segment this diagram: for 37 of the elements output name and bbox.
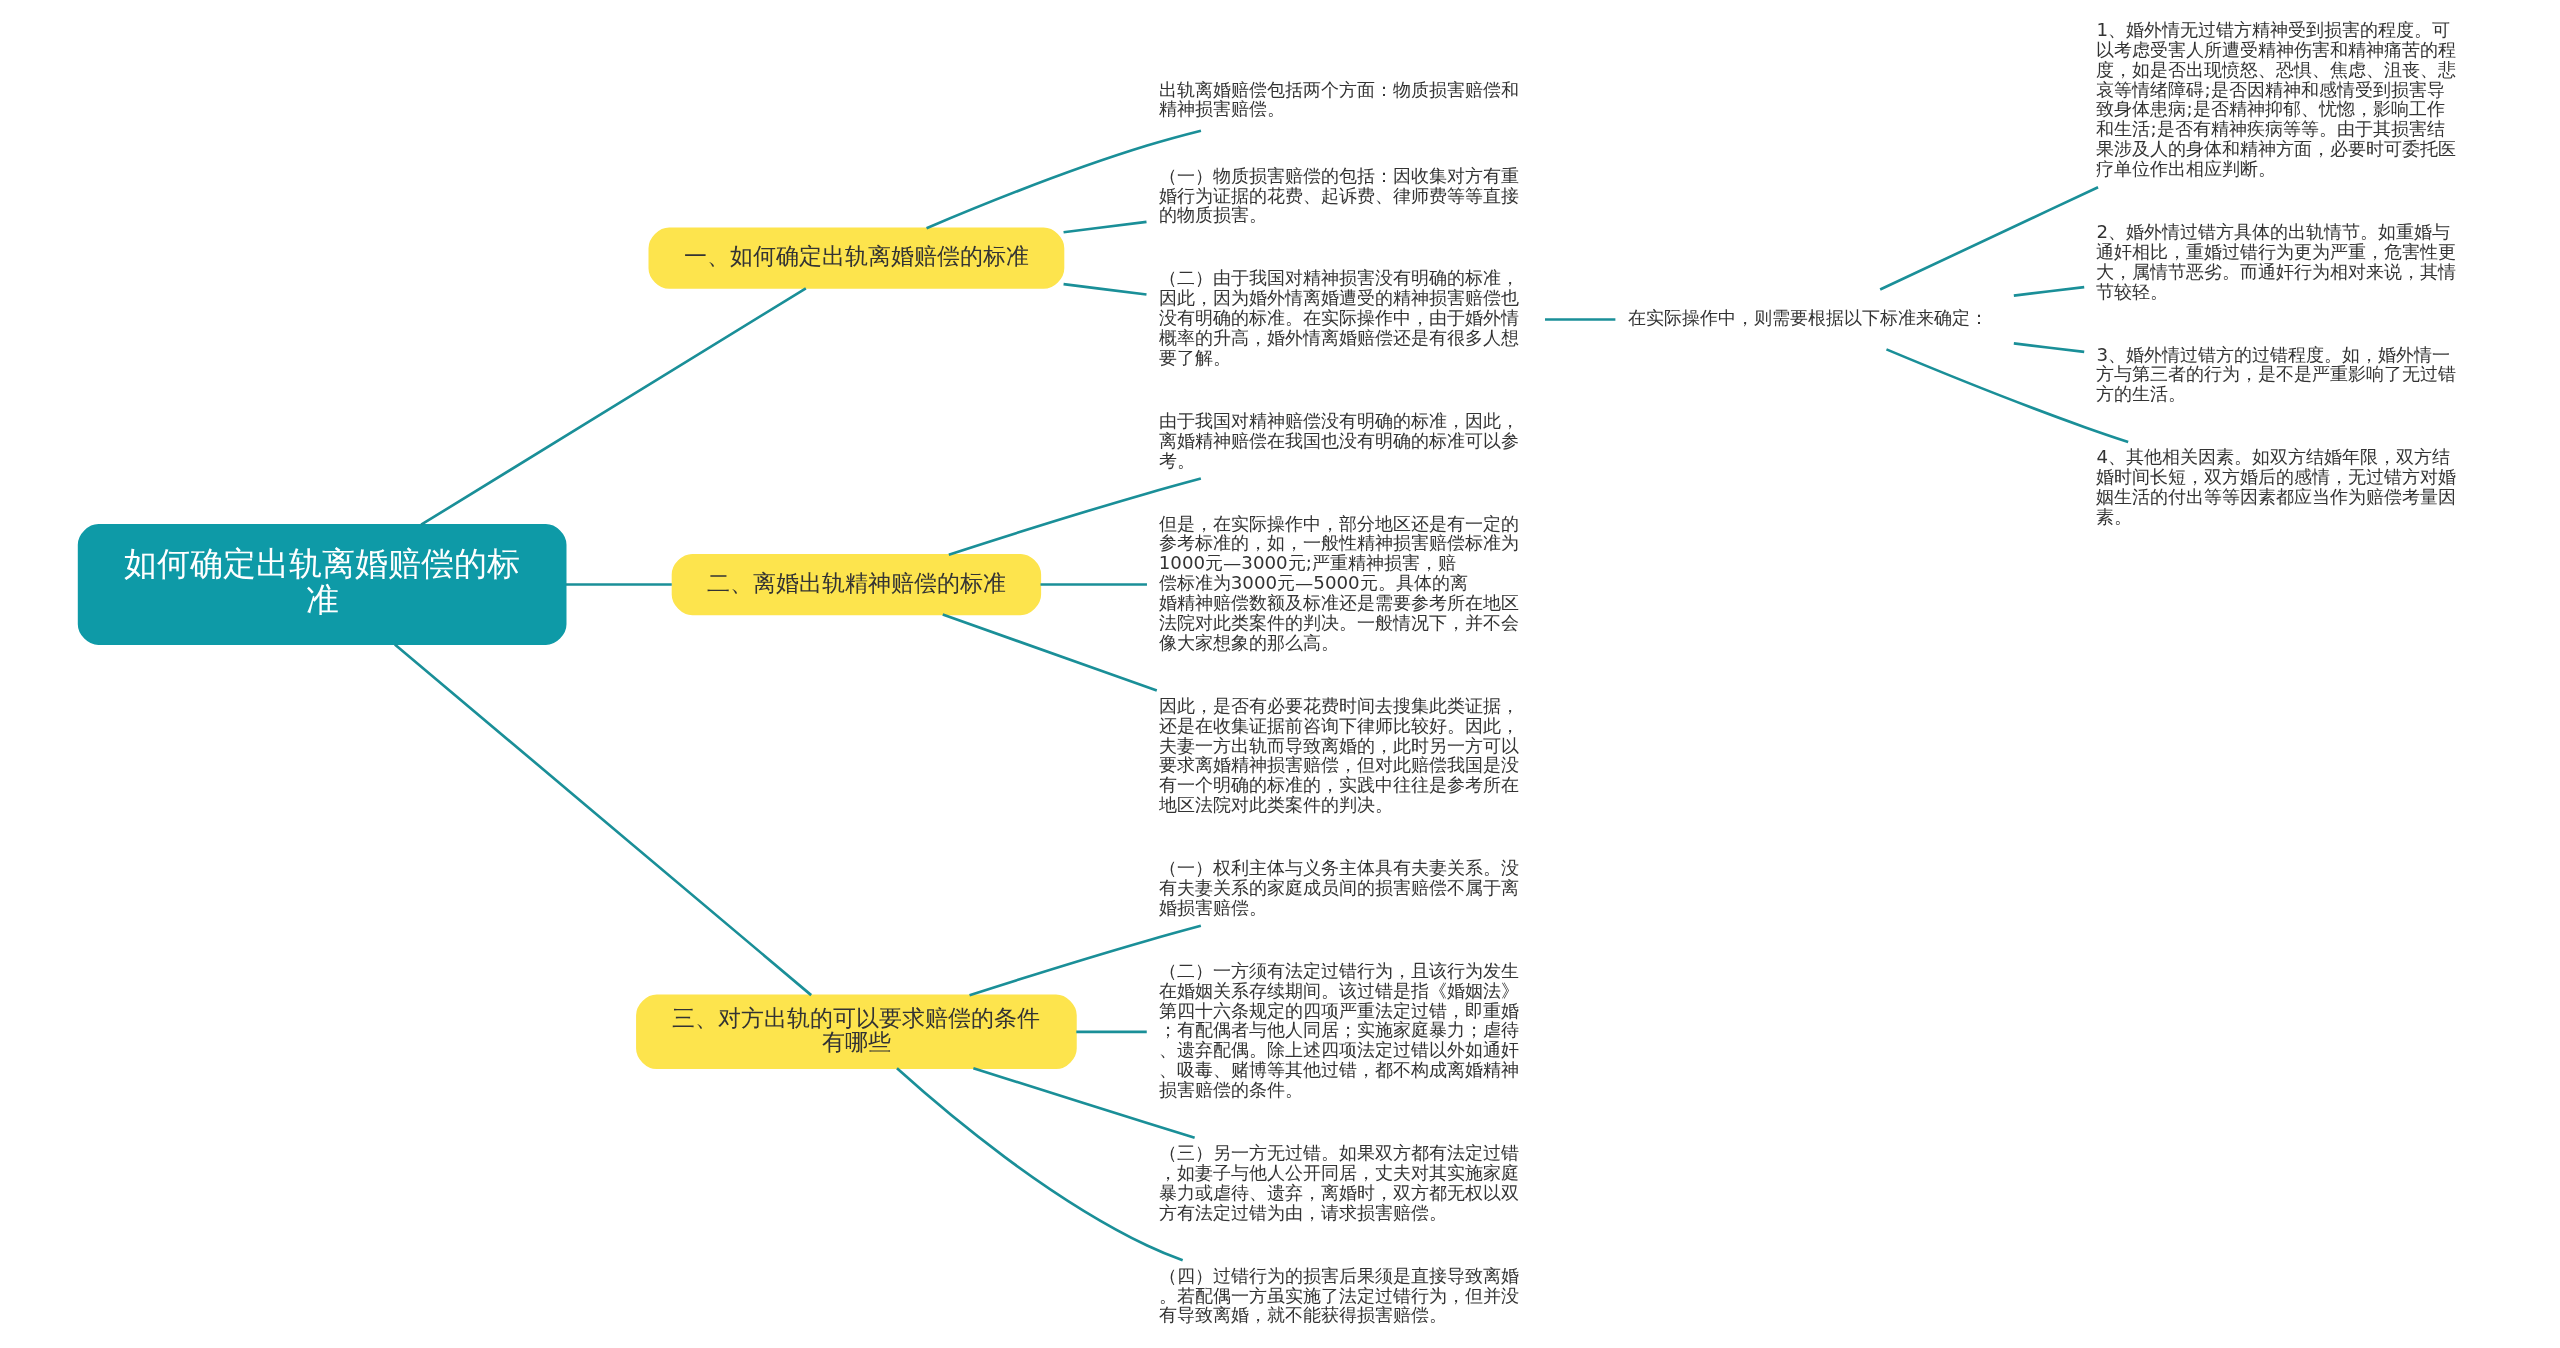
connector (1062, 220, 1147, 234)
node-text: 出轨离婚赔偿包括两个方面：物质损害赔偿和精神损害赔偿。 (1158, 78, 1519, 120)
node-text: 1、婚外情无过错方精神受到损害的程度。可以考虑受害人所遭受精神伤害和精神痛苦的程度，如是否出现愤怒、恐惧、焦虑、沮丧、悲哀等情绪障碍;是否因精神和感情受到损害导致身体患病;是否精神抑郁、忧惚，影响工作和生活;是否有精神疾病等等。由于其损害结果涉及人的身体和精神方面，必要时可委托医疗单位作出相应判断。 (2095, 18, 2456, 180)
connector (1544, 318, 1615, 321)
connector (925, 129, 1201, 230)
connector (941, 613, 1157, 692)
connector (968, 924, 1201, 997)
connector (1040, 583, 1147, 586)
connector (2013, 342, 2084, 354)
connector (420, 287, 807, 526)
node-text: 由于我国对精神赔偿没有明确的标准，因此，离婚精神赔偿在我国也没有明确的标准可以参考。 (1158, 409, 1519, 471)
node-box: 三、对方出轨的可以要求赔偿的条件有哪些 (635, 994, 1077, 1070)
node-text: 但是，在实际操作中，部分地区还是有一定的参考标准的，如，一般性精神损害赔偿标准为1000元—3000元;严重精神损害，赔偿标准为3000元—5000元。具体的离婚精神赔偿数额及标准还是需要参考所在地区法院对此类案件的判决。一般情况下，并不会像大家想象的那么高。 (1158, 512, 1519, 653)
node-text: 在实际操作中，则需要根据以下标准来确定： (1627, 307, 1988, 329)
node-text: （二）一方须有法定过错行为，且该行为发生在婚姻关系存续期间。该过错是指《婚姻法》第四十六条规定的四项严重法定过错，即重婚；有配偶者与他人同居；实施家庭暴力；虐待、遗弃配偶。除上述四项法定过错以外如通奸、吸毒、赌博等其他过错，都不构成离婚精神损害赔偿的条件。 (1158, 959, 1519, 1101)
connector (1062, 282, 1147, 296)
node-text: 4、其他相关因素。如双方结婚年限，双方结婚时间长短，双方婚后的感情，无过错方对婚姻生活的付出等等因素都应当作为赔偿考量因素。 (2095, 446, 2456, 527)
node-box: 一、如何确定出轨离婚赔偿的标准 (648, 227, 1064, 289)
connector (565, 583, 672, 586)
connector (947, 477, 1201, 556)
node-text: （一）物质损害赔偿的包括：因收集对方有重婚行为证据的花费、起诉费、律师费等等直接的物质损害。 (1158, 164, 1519, 226)
connector (1075, 1030, 1147, 1034)
connector (1879, 186, 2099, 291)
connector (1885, 348, 2129, 444)
node-text: （一）权利主体与义务主体具有夫妻关系。没有夫妻关系的家庭成员间的损害赔偿不属于离婚损害赔偿。 (1158, 857, 1519, 918)
node-text: 2、婚外情过错方具体的出轨情节。如重婚与通奸相比，重婚过错行为更为严重，危害性更大，属情节恶劣。而通奸行为相对来说，其情节较轻。 (2095, 220, 2456, 302)
node-text: （二）由于我国对精神损害没有明确的标准，因此，因为婚外情离婚遭受的精神损害赔偿也没有明确的标准。在实际操作中，由于婚外情概率的升高，婚外情离婚赔偿还是有很多人想要了解。 (1158, 267, 1519, 368)
connector (393, 643, 812, 997)
node-text: 因此，是否有必要花费时间去搜集此类证据，还是在收集证据前咨询下律师比较好。因此，夫妻一方出轨而导致离婚的，此时另一方可以要求离婚精神损害赔偿，但对此赔偿我国是没有一个明确的标准的，实践中往往是参考所在地区法院对此类案件的判决。 (1158, 694, 1519, 816)
node-text: （三）另一方无过错。如果双方都有法定过错，如妻子与他人公开同居，丈夫对其实施家庭暴力或虐待、遗弃，离婚时，双方都无权以双方有法定过错为由，请求损害赔偿。 (1158, 1142, 1519, 1223)
node-box: 二、离婚出轨精神赔偿的标准 (671, 553, 1041, 616)
connector (972, 1067, 1195, 1140)
node-box: 如何确定出轨离婚赔偿的标准 (77, 524, 566, 645)
node-text: 3、婚外情过错方的过错程度。如，婚外情一方与第三者的行为，是不是严重影响了无过错方的生活。 (2095, 343, 2456, 405)
connector (895, 1067, 1183, 1262)
connector (2013, 285, 2084, 297)
node-text: （四）过错行为的损害后果须是直接导致离婚。若配偶一方虽实施了法定过错行为，但并没有导致离婚，就不能获得损害赔偿。 (1158, 1264, 1519, 1326)
